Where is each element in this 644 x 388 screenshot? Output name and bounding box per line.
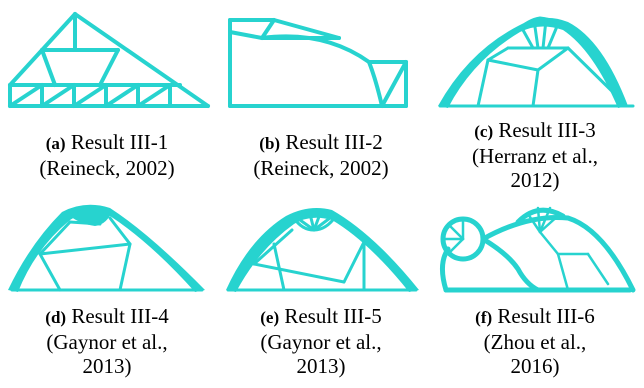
caption-d: (d) Result III-4 (Gaynor et al., 2013) (0, 304, 214, 378)
panel-tag: (e) (260, 308, 280, 327)
caption-b: (b) Result III-2 (Reineck, 2002) (214, 130, 428, 180)
panel-tag: (c) (474, 122, 494, 141)
panel-year: 2013) (82, 354, 132, 378)
caption-a: (a) Result III-1 (Reineck, 2002) (0, 130, 214, 180)
panel-title: Result III-1 (70, 130, 169, 154)
topology-diagram-e (226, 208, 419, 292)
caption-c: (c) Result III-3 (Herranz et al., 2012) (428, 118, 642, 192)
panel-title: Result III-4 (71, 304, 169, 328)
panel-title: Result III-5 (284, 304, 382, 328)
panel-year: 2016) (510, 354, 560, 378)
truss-diagram-a (8, 12, 210, 108)
panel-title: Result III-2 (285, 130, 383, 154)
panel-citation: (Reineck, 2002) (39, 156, 175, 180)
panel-tag: (f) (475, 308, 493, 327)
panel-c: (c) Result III-3 (Herranz et al., 2012) (428, 0, 642, 194)
panel-tag: (b) (259, 134, 281, 153)
panel-tag: (a) (45, 134, 66, 153)
panel-year: 2013) (296, 354, 346, 378)
panel-d: (d) Result III-4 (Gaynor et al., 2013) (0, 194, 214, 388)
caption-f: (f) Result III-6 (Zhou et al., 2016) (428, 304, 642, 378)
panel-title: Result III-3 (498, 118, 596, 142)
panel-citation: (Zhou et al., (483, 330, 587, 354)
topology-diagram-d (8, 204, 205, 292)
panel-year: 2012) (510, 168, 560, 192)
truss-diagram-b (228, 18, 408, 108)
panel-tag: (d) (45, 308, 67, 327)
panel-b: (b) Result III-2 (Reineck, 2002) (214, 0, 428, 194)
panel-a: (a) Result III-1 (Reineck, 2002) (0, 0, 214, 194)
topology-diagram-c (438, 16, 635, 108)
panel-citation: (Herranz et al., (472, 144, 598, 168)
panel-citation: (Reineck, 2002) (253, 156, 389, 180)
caption-e: (e) Result III-5 (Gaynor et al., 2013) (214, 304, 428, 378)
panel-citation: (Gaynor et al., (46, 330, 168, 354)
topology-diagram-f (440, 206, 636, 293)
panel-f: (f) Result III-6 (Zhou et al., 2016) (428, 194, 642, 388)
panel-e: (e) Result III-5 (Gaynor et al., 2013) (214, 194, 428, 388)
panel-title: Result III-6 (497, 304, 595, 328)
panel-citation: (Gaynor et al., (260, 330, 382, 354)
